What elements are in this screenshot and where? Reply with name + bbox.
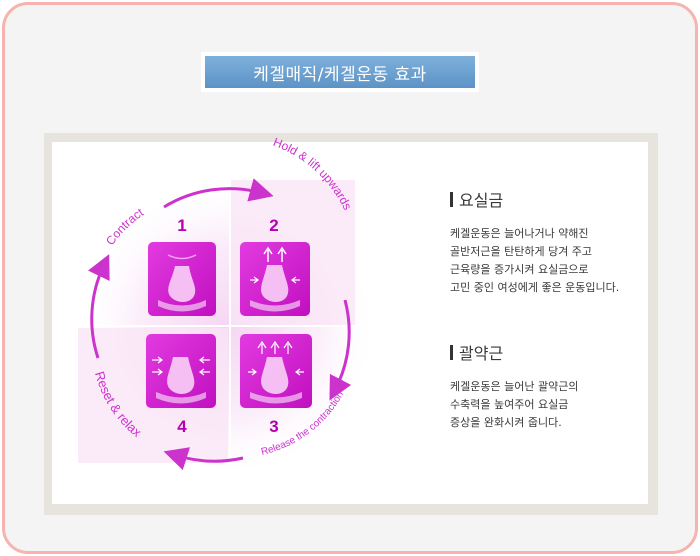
- body-line: 근육량을 증가시켜 요실금으로: [450, 263, 589, 276]
- step-1-illustration: [148, 242, 216, 316]
- step-2-illustration: [240, 242, 310, 316]
- step-number-3: 3: [269, 417, 278, 436]
- body-line: 케겔운동은 늘어난 괄약근의: [450, 380, 579, 393]
- section-body: 케겔운동은 늘어난 괄약근의 수축력을 높여주어 요실금 증상을 완화시켜 줍니…: [450, 378, 578, 432]
- body-line: 증상을 완화시켜 줍니다.: [450, 416, 562, 429]
- title-banner: 케겔매직/케겔운동 효과: [201, 52, 479, 92]
- step-number-1: 1: [177, 216, 186, 235]
- cycle-arrow-bottom: [163, 447, 244, 471]
- heading-bar: [450, 191, 453, 207]
- step-number-2: 2: [269, 216, 278, 235]
- body-line: 고민 중인 여성에게 좋은 운동입니다.: [450, 281, 620, 294]
- section-heading: 요실금: [450, 187, 619, 211]
- section-incontinence: 요실금 케겔운동은 늘어나거나 약해진 골반저근을 탄탄하게 당겨 주고 근육량…: [450, 187, 619, 301]
- cycle-arrow-top: [163, 178, 274, 209]
- body-line: 골반저근을 탄탄하게 당겨 주고: [450, 245, 593, 258]
- section-heading-text: 괄약근: [459, 344, 504, 363]
- page-title: 케겔매직/케겔운동 효과: [205, 56, 475, 88]
- step-number-4: 4: [177, 417, 187, 436]
- section-sphincter: 괄약근 케겔운동은 늘어난 괄약근의 수축력을 높여주어 요실금 증상을 완화시…: [450, 340, 578, 436]
- cycle-arrow-right: [329, 299, 352, 401]
- body-line: 케겔운동은 늘어나거나 약해진: [450, 227, 589, 240]
- heading-bar: [450, 344, 453, 360]
- section-heading-text: 요실금: [459, 191, 504, 210]
- cycle-arrow-left: [87, 254, 110, 359]
- section-body: 케겔운동은 늘어나거나 약해진 골반저근을 탄탄하게 당겨 주고 근육량을 증가…: [450, 225, 619, 297]
- body-line: 수축력을 높여주어 요실금: [450, 398, 569, 411]
- section-heading: 괄약근: [450, 340, 578, 364]
- step-4-illustration: [146, 334, 216, 408]
- step-3-illustration: [240, 334, 312, 408]
